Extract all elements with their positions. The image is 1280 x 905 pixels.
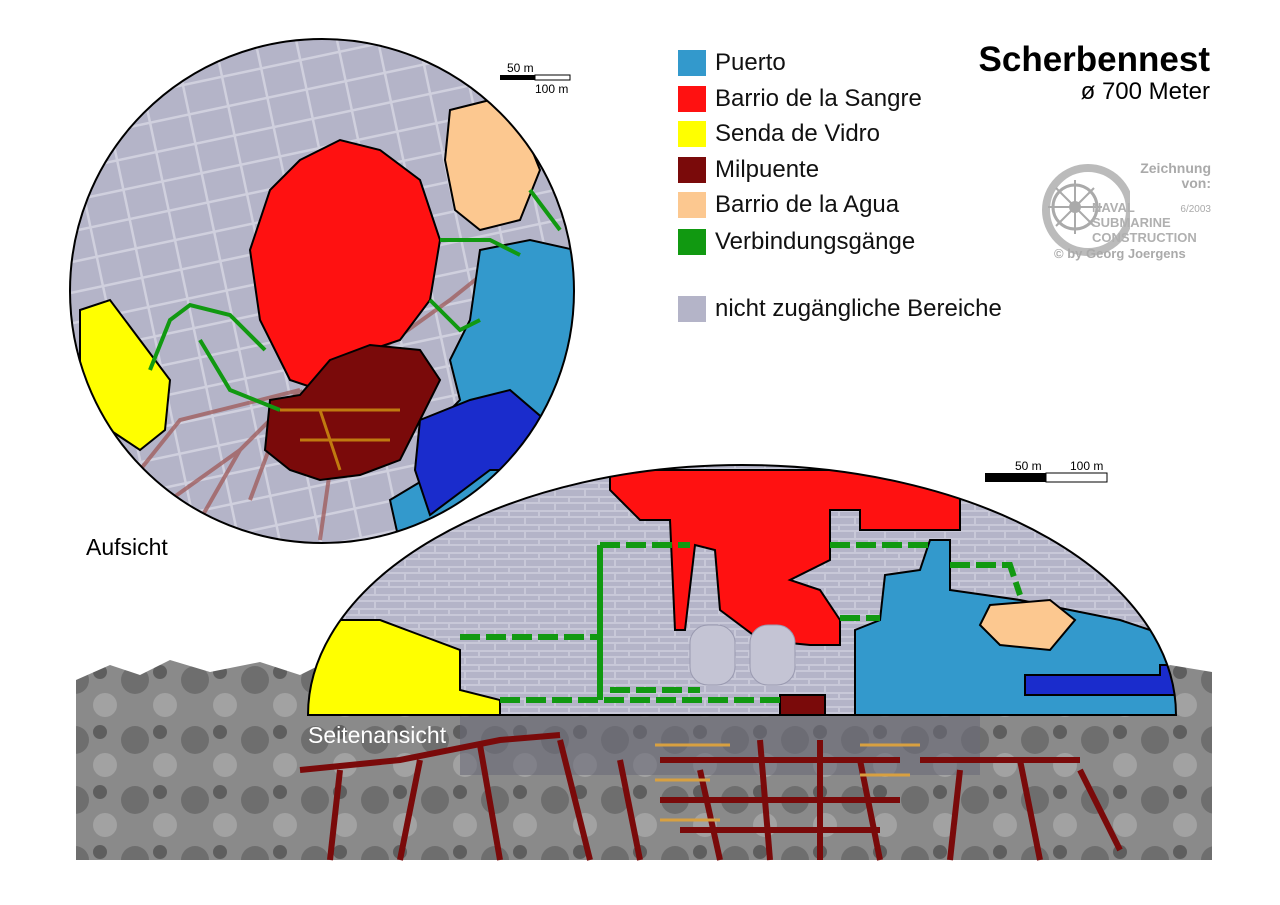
connecting-tunnels-top [148,188,562,412]
legend-item-tunnels: Verbindungsgänge [678,227,1078,257]
credit-logo: Zeichnung von: 6/2003 NAVAL SUBMARINE CO… [1040,158,1215,266]
scale-top-50: 50 m [507,61,534,75]
district-vidro-side [308,619,501,715]
legend-item-puerto: Puerto [678,48,1078,78]
credit-logo-text: NAVAL SUBMARINE CONSTRUCTION [1092,200,1197,245]
scale-bar-top [500,74,571,81]
tunnel-roots-side [299,732,1123,861]
connecting-tunnels-side [460,542,1023,703]
district-milpuente-side [779,694,826,715]
legend-swatch [678,86,706,112]
side-view-label: Seitenansicht [308,722,447,748]
district-milpuente-top [263,343,442,482]
legend-swatch [678,192,706,218]
legend-swatch [678,229,706,255]
credit-date: 6/2003 [1180,204,1211,215]
legend-item-inaccessible: nicht zugängliche Bereiche [678,294,1078,324]
legend-item-agua: Barrio de la Agua [678,190,1078,220]
district-sangre-side [609,469,961,646]
legend-swatch [678,296,706,322]
legend-swatch [678,50,706,76]
legend-label: Verbindungsgänge [715,228,916,255]
district-agua-side [978,598,1077,652]
legend-label: Barrio de la Sangre [715,85,922,112]
legend-item-milpuente: Milpuente [678,155,1078,185]
top-view-map [69,38,575,544]
bridges-side [655,743,920,822]
scale-side-100: 100 m [1070,459,1104,473]
legend-swatch [678,157,706,183]
district-puerto-blue-side [1024,664,1176,696]
legend-item-sangre: Barrio de la Sangre [678,84,1078,114]
map-title: Scherbennest [978,40,1210,79]
legend-label: Milpuente [715,156,820,183]
scale-side-50: 50 m [1015,459,1042,473]
legend-item-vidro: Senda de Vidro [678,119,1078,149]
legend-label: Puerto [715,49,786,76]
legend-swatch [678,121,706,147]
scale-bar-side [985,472,1108,483]
legend-label: nicht zugängliche Bereiche [715,295,1002,322]
credit-line1: Zeichnung [1140,160,1211,176]
credit-author: © by Georg Joergens [1054,246,1186,261]
ship-wheel-icon [1042,164,1130,256]
map-subtitle: ø 700 Meter [1080,78,1210,105]
bridges-top [280,408,400,471]
legend-label: Senda de Vidro [715,120,881,147]
side-view-dome [306,464,1178,716]
top-view-label: Aufsicht [86,534,168,560]
scale-top-100: 100 m [535,82,569,96]
credit-line2: von: [1181,175,1211,191]
legend-label: Barrio de la Agua [715,191,900,218]
